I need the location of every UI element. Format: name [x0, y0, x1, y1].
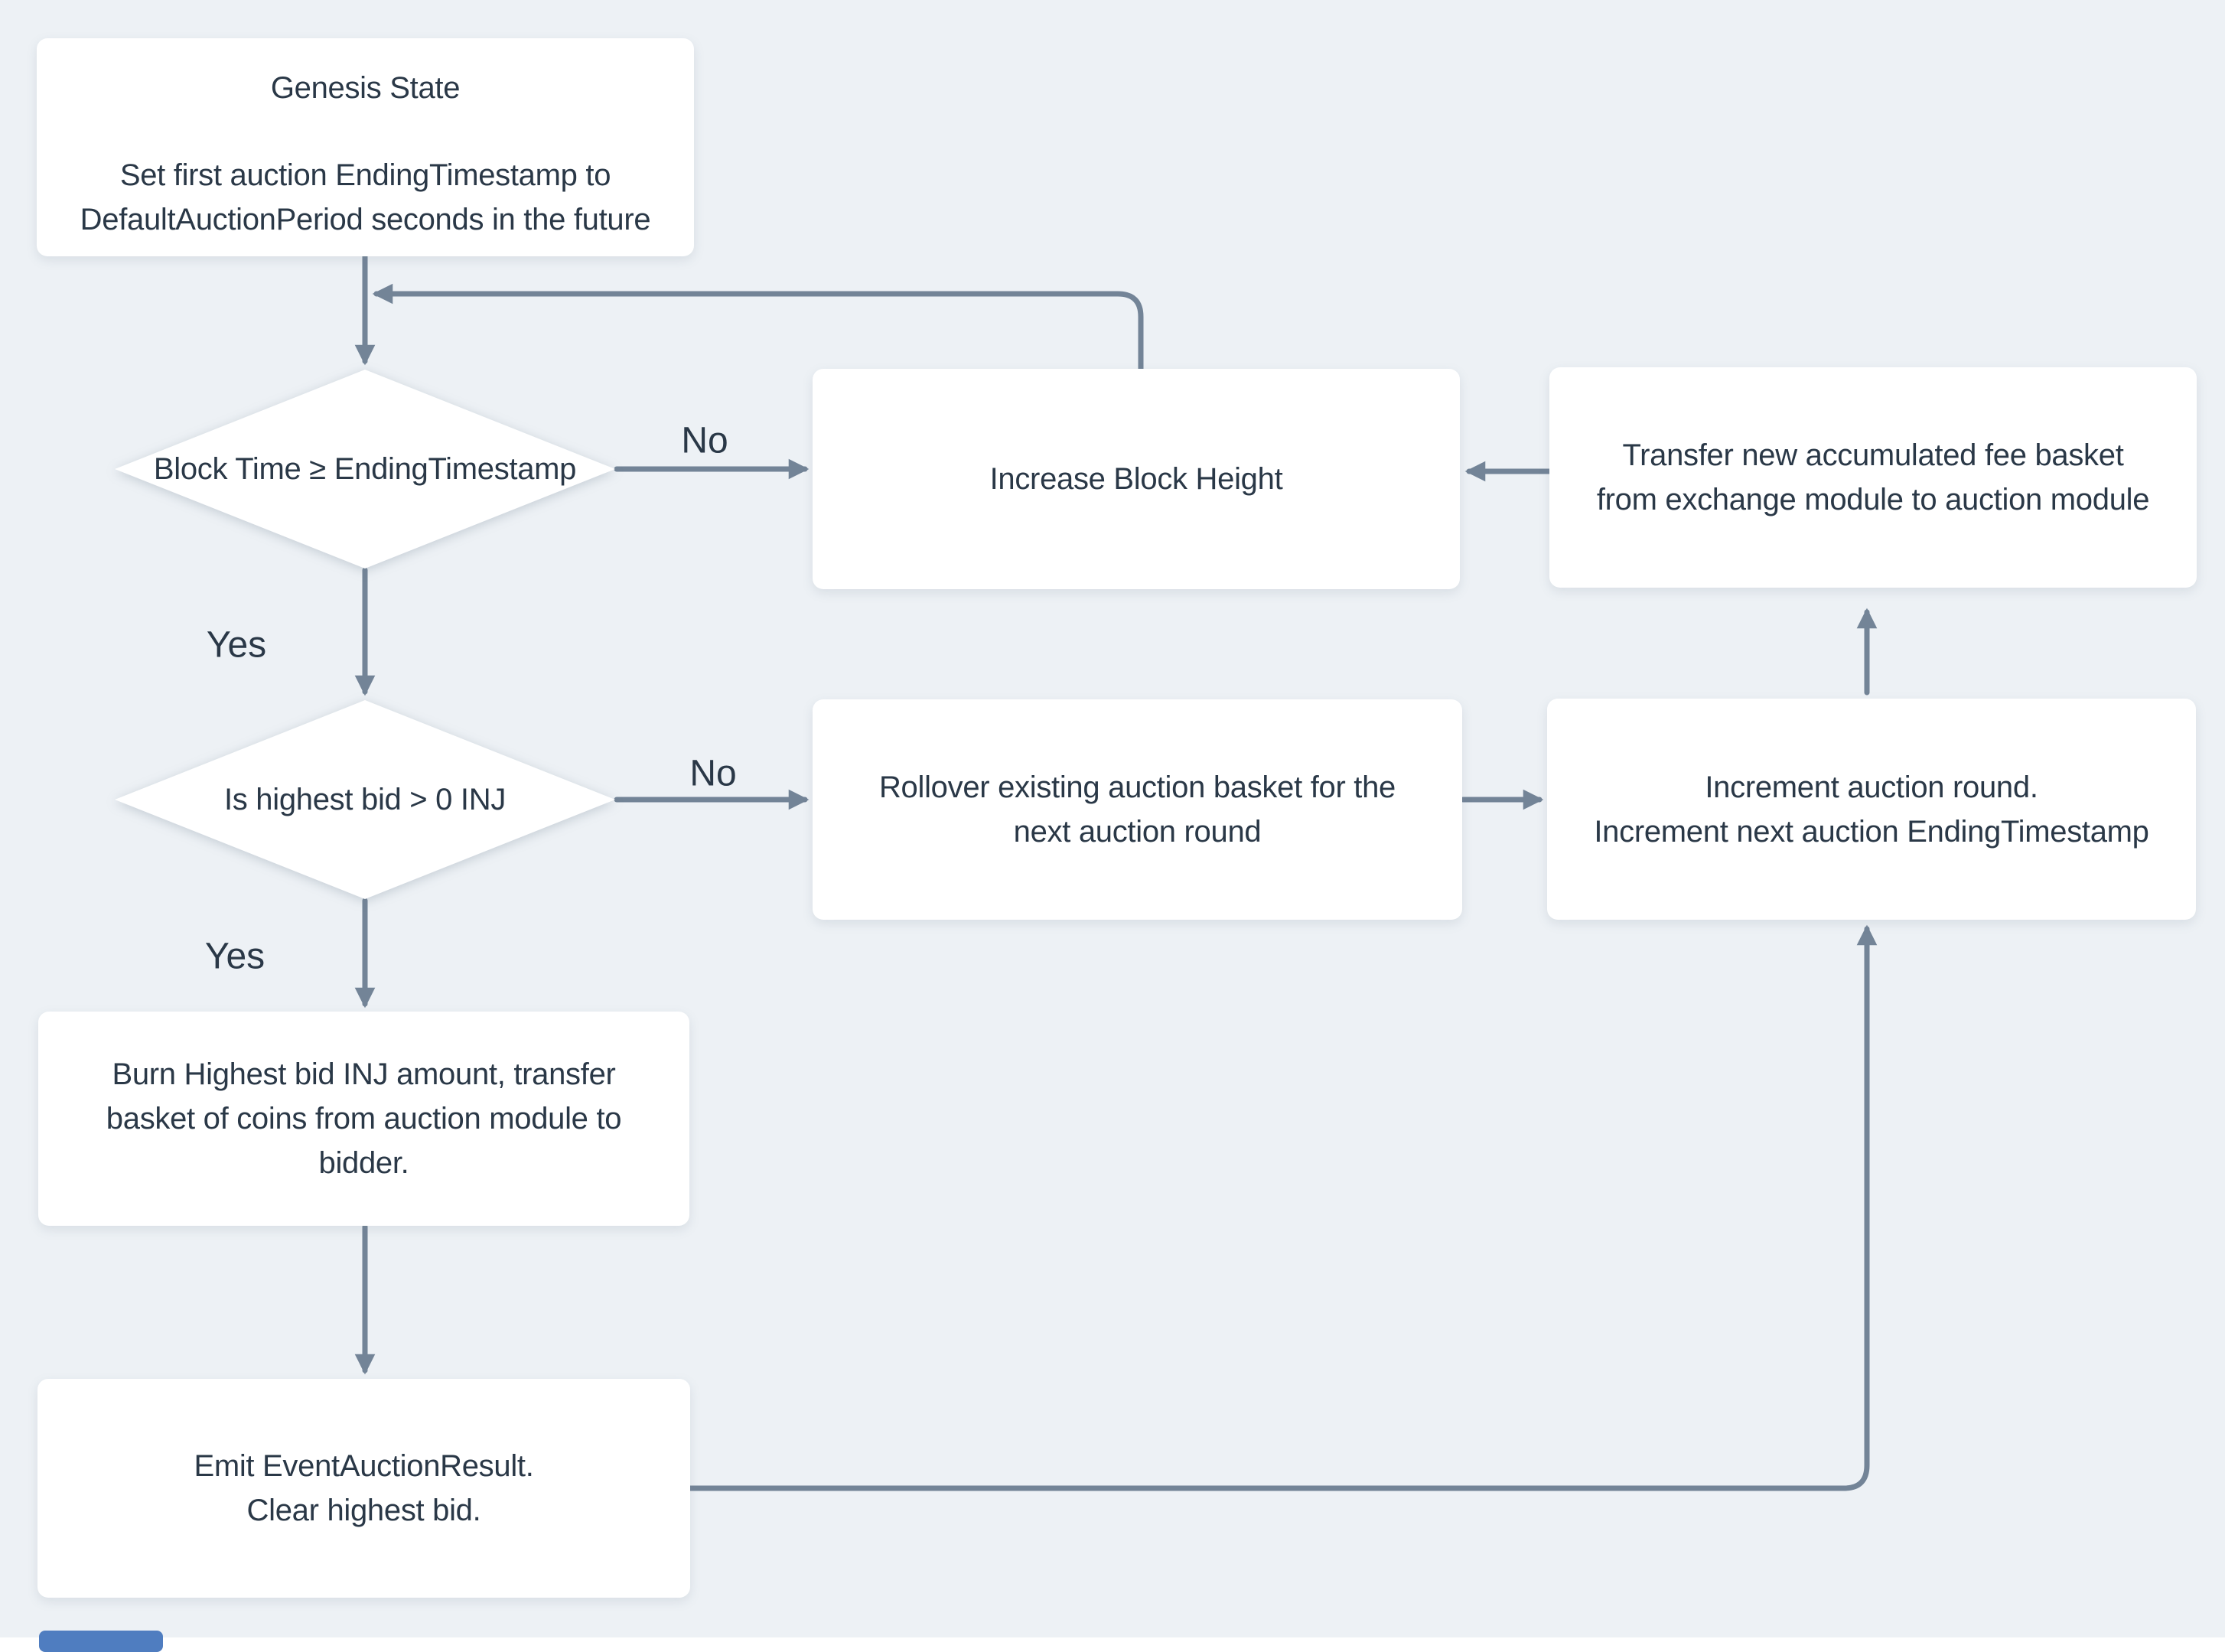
node-burn-highest-bid: Burn Highest bid INJ amount, transfer ba…: [38, 1012, 689, 1226]
bottom-left-blue-bar: [39, 1631, 163, 1652]
transfer-fee-basket-label: Transfer new accumulated fee basket from…: [1596, 438, 2150, 516]
edge-label-yes-bottom: Yes: [204, 936, 266, 977]
decision-block-time-label: Block Time ≥ EndingTimestamp: [153, 451, 577, 486]
node-emit-result: Emit EventAuctionResult. Clear highest b…: [37, 1379, 690, 1598]
genesis-body: Set first auction EndingTimestamp to Def…: [80, 158, 651, 236]
increase-block-height-label: Increase Block Height: [989, 462, 1283, 496]
edge-increase-loop-back: [372, 283, 1144, 372]
node-rollover-basket: Rollover existing auction basket for the…: [813, 699, 1462, 920]
edge-label-no-top: No: [681, 420, 728, 461]
edge-label-no-bottom: No: [689, 753, 737, 794]
decision-block-time: Block Time ≥ EndingTimestamp: [115, 370, 615, 569]
decision-highest-bid-label: Is highest bid > 0 INJ: [223, 782, 507, 816]
node-increment-round: Increment auction round. Increment next …: [1547, 699, 2196, 920]
emit-result-line1: Emit EventAuctionResult.: [194, 1449, 534, 1483]
emit-result-line2: Clear highest bid.: [246, 1494, 481, 1527]
burn-highest-bid-label: Burn Highest bid INJ amount, transfer ba…: [106, 1057, 622, 1180]
node-genesis-state: Genesis State Set first auction EndingTi…: [37, 38, 694, 256]
increment-round-line2: Increment next auction EndingTimestamp: [1594, 814, 2149, 849]
rollover-basket-label: Rollover existing auction basket for the…: [878, 771, 1396, 849]
edge-label-yes-top: Yes: [206, 624, 267, 666]
genesis-title: Genesis State: [270, 71, 461, 105]
decision-highest-bid: Is highest bid > 0 INJ: [115, 700, 615, 899]
increment-round-line1: Increment auction round.: [1705, 770, 2038, 804]
node-transfer-fee-basket: Transfer new accumulated fee basket from…: [1549, 367, 2197, 588]
edge-emit-feedback-to-increment: [686, 924, 1878, 1491]
node-increase-block-height: Increase Block Height: [813, 369, 1460, 589]
